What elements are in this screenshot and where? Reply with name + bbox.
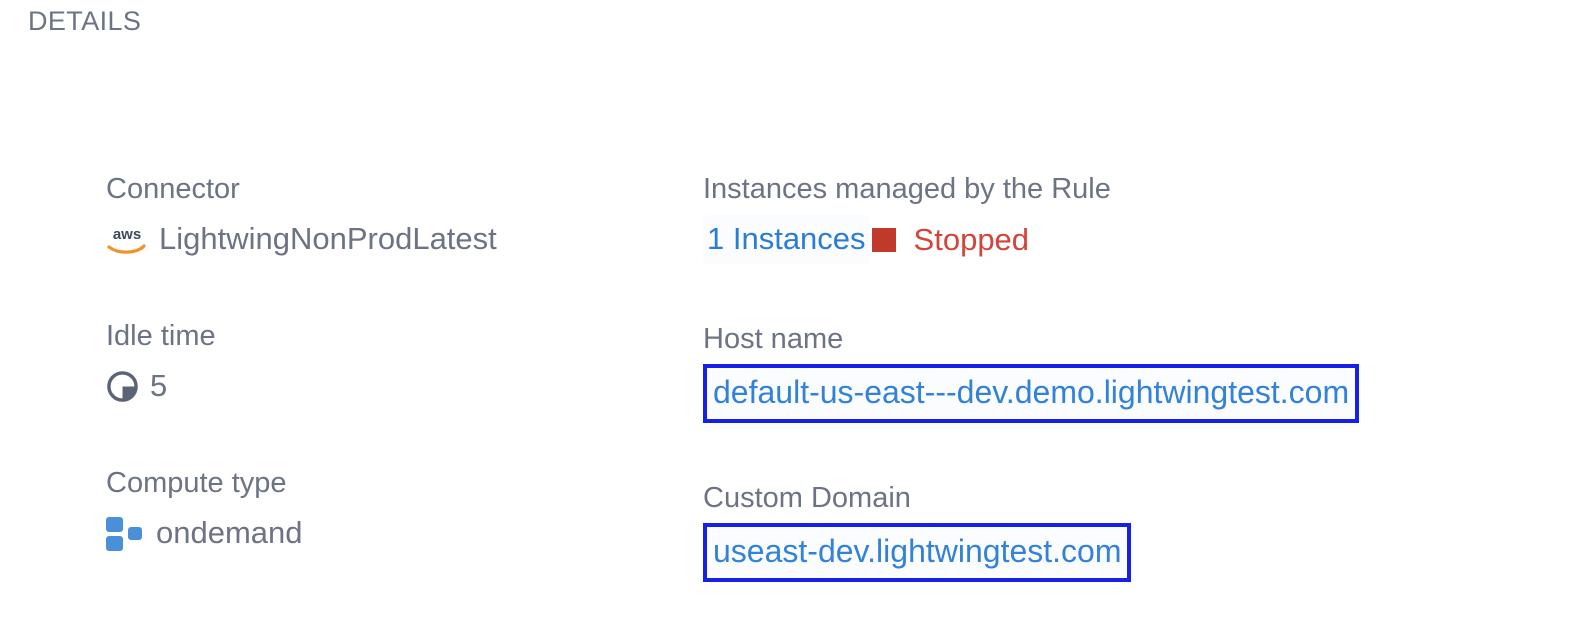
svg-text:aws: aws (113, 226, 141, 243)
field-idle-time: Idle time 5 (106, 317, 686, 408)
idle-time-value-row: 5 (106, 364, 686, 408)
status-badge: Stopped (913, 221, 1030, 257)
details-right-column: Instances managed by the Rule 1 Instance… (703, 170, 1583, 582)
connector-label: Connector (106, 173, 240, 205)
field-host-name: Host name default-us-east---dev.demo.lig… (703, 320, 1583, 423)
field-custom-domain: Custom Domain useast-dev.lightwingtest.c… (703, 479, 1583, 582)
compute-type-value: ondemand (156, 515, 303, 550)
field-instances-managed: Instances managed by the Rule 1 Instance… (703, 170, 1583, 264)
field-compute-type: Compute type ondemand (106, 464, 686, 555)
custom-domain-annotation-box: useast-dev.lightwingtest.com (703, 523, 1132, 582)
idle-time-value: 5 (150, 368, 168, 403)
details-left-column: Connector aws LightwingNonProdLatest Idl… (106, 170, 686, 555)
instances-managed-label: Instances managed by the Rule (703, 173, 1111, 205)
connector-value-row: aws LightwingNonProdLatest (106, 217, 686, 261)
host-name-label: Host name (703, 323, 844, 355)
compute-type-value-row: ondemand (106, 511, 686, 555)
host-name-link[interactable]: default-us-east---dev.demo.lightwingtest… (713, 374, 1350, 410)
custom-domain-label: Custom Domain (703, 482, 911, 514)
stopped-square-icon (871, 227, 896, 252)
clock-icon (106, 370, 139, 403)
aws-logo-icon: aws (106, 222, 148, 256)
page-title: DETAILS (28, 6, 142, 36)
connector-value: LightwingNonProdLatest (159, 221, 497, 256)
compute-type-label: Compute type (106, 467, 287, 499)
instances-value-row: 1 Instances Stopped (703, 215, 1583, 264)
custom-domain-link[interactable]: useast-dev.lightwingtest.com (713, 533, 1122, 569)
host-name-annotation-box: default-us-east---dev.demo.lightwingtest… (703, 364, 1360, 423)
compute-nodes-icon (106, 515, 146, 551)
idle-time-label: Idle time (106, 320, 216, 352)
instances-count-link[interactable]: 1 Instances (703, 215, 870, 264)
field-connector: Connector aws LightwingNonProdLatest (106, 170, 686, 261)
